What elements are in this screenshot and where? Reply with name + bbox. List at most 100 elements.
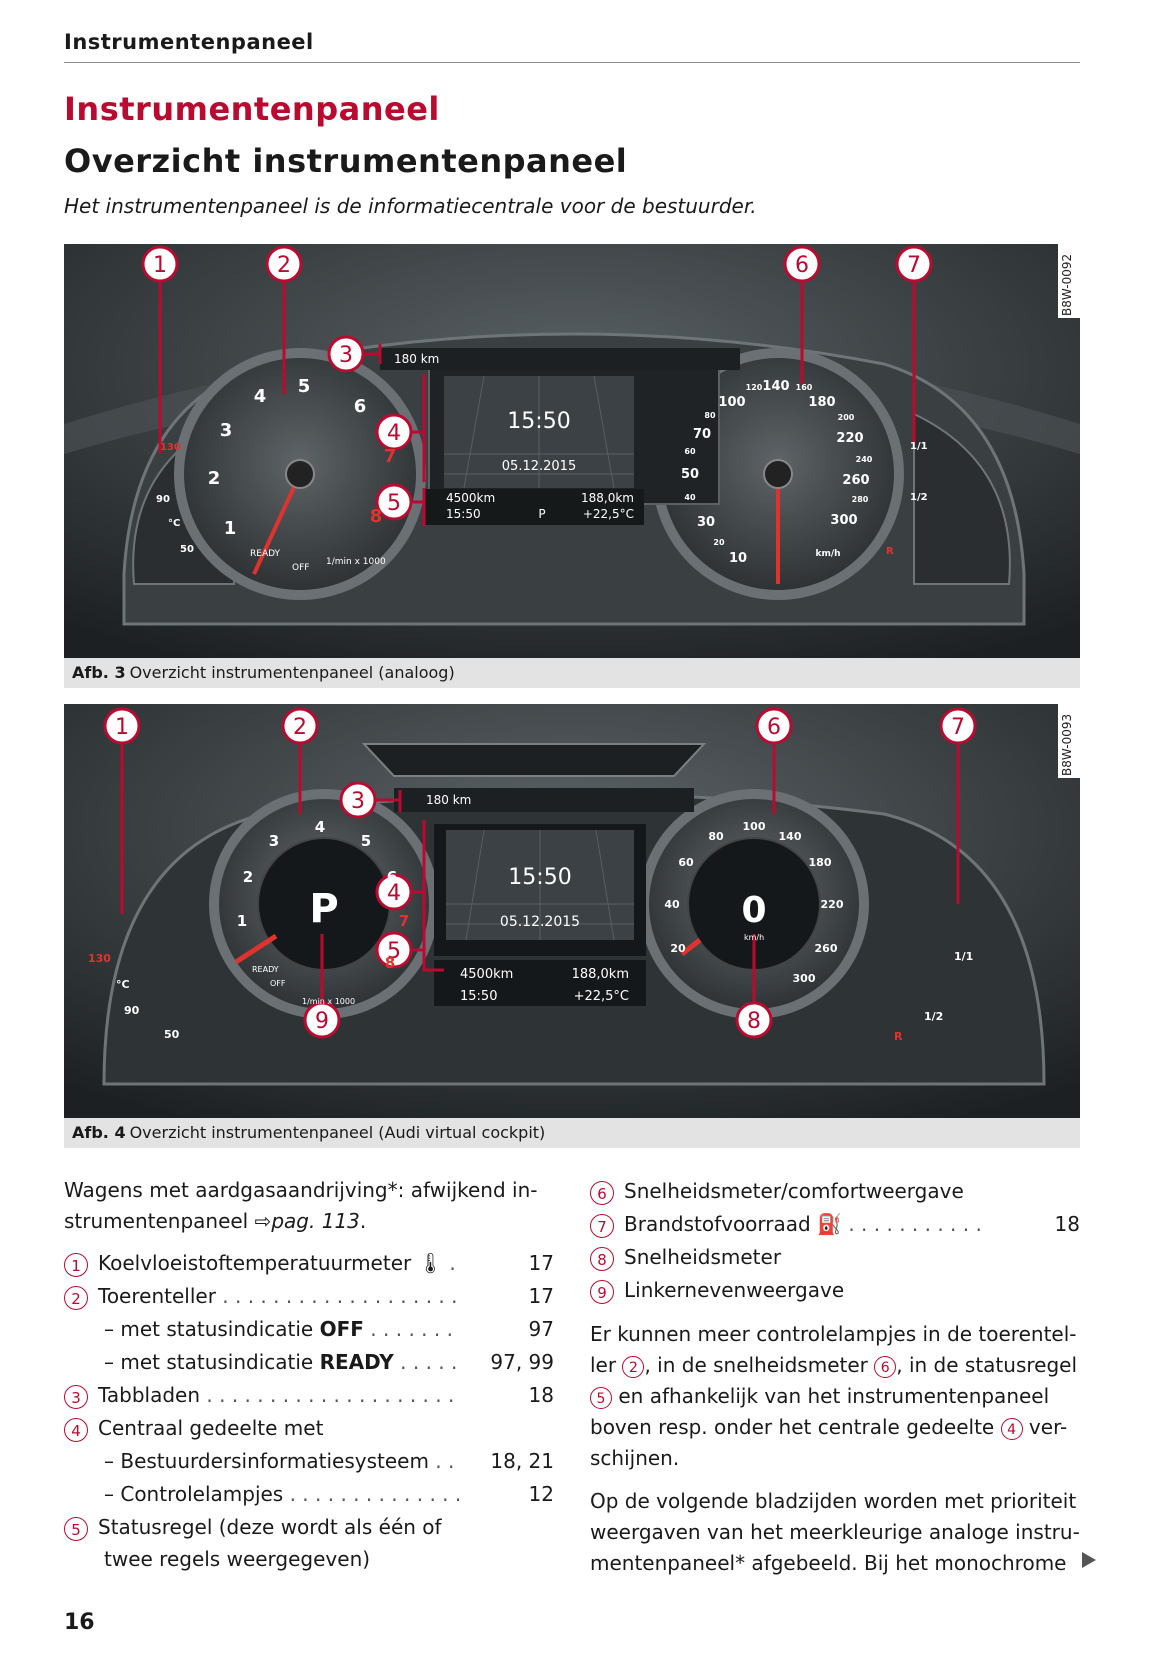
speed-tick: 220	[821, 898, 844, 911]
page-link[interactable]: pag. 113	[271, 1209, 360, 1233]
intro-text: Het instrumentenpaneel is de informatiec…	[64, 194, 757, 218]
speed-tick: 140	[779, 830, 802, 843]
speed-tick: 180	[808, 395, 835, 410]
coolant-icon: 🌡	[417, 1251, 443, 1275]
speed-tick: 20	[670, 942, 686, 955]
rpm-tick: 2	[243, 868, 253, 886]
natural-gas-note: Wagens met aardgasaandrijving*: afwijken…	[64, 1178, 538, 1233]
callout-3: 3	[351, 789, 365, 814]
virtual-cockpit-illustration: 1 2 3 4 5 6 7 8 9 180 km 15:50 05.12.201…	[64, 704, 1080, 1118]
speed-tick: 20	[713, 538, 725, 547]
warning-lamps-paragraph: Er kunnen meer controlelampjes in de toe…	[590, 1322, 1078, 1470]
fuel-half-label: 1/2	[924, 1010, 943, 1023]
digital-speed: 0	[741, 890, 766, 931]
speed-tick: 180	[809, 856, 832, 869]
speed-tick: 50	[681, 467, 699, 482]
screen-date: 05.12.2015	[502, 459, 576, 474]
speed-tick: 40	[664, 898, 680, 911]
speed-tick: 300	[793, 972, 816, 985]
ready-label: READY	[252, 965, 279, 974]
rpm-tick: 4	[254, 386, 267, 407]
rpm-tick: 1	[224, 518, 237, 539]
fuel-full-label: 1/1	[954, 950, 973, 963]
temp-tick: 50	[164, 1028, 180, 1041]
odometer: 4500km	[460, 967, 513, 982]
continue-arrow-icon	[1082, 1552, 1096, 1568]
priority-paragraph: Op de volgende bladzijden worden met pri…	[590, 1489, 1080, 1575]
speed-tick: 260	[815, 942, 838, 955]
legend-item-5-continued: twee regels weergegeven)	[104, 1547, 371, 1571]
callout-8: 8	[747, 1009, 761, 1034]
off-label: OFF	[292, 563, 309, 573]
callout-4: 4	[387, 881, 401, 906]
section-title: Instrumentenpaneel	[64, 90, 440, 128]
reserve-label: R	[894, 1030, 903, 1043]
speed-tick: 200	[838, 413, 855, 422]
speed-tick: 160	[796, 383, 813, 392]
callout-7: 7	[951, 715, 965, 740]
rpm-tick: 1	[237, 912, 247, 930]
rpm-tick: 7	[384, 446, 397, 467]
speed-tick: 280	[852, 495, 869, 504]
running-head: Instrumentenpaneel	[64, 30, 314, 54]
speed-tick: 70	[693, 427, 711, 442]
rpm-tick: 6	[387, 868, 397, 886]
speed-unit: km/h	[744, 933, 764, 942]
rpm-tick: 3	[269, 832, 279, 850]
callout-5: 5	[387, 939, 401, 964]
speed-tick: 40	[684, 493, 696, 502]
status-time: 15:50	[446, 507, 481, 521]
figure-virtual-cockpit: 1 2 3 4 5 6 7 8 9 180 km 15:50 05.12.201…	[64, 704, 1080, 1118]
speed-tick: 30	[697, 515, 715, 530]
speed-tick: 80	[708, 830, 724, 843]
fuel-half-label: 1/2	[910, 492, 928, 503]
temp-tick: 90	[124, 1004, 140, 1017]
trip-meter: 188,0km	[581, 491, 634, 505]
outside-temp: +22,5°C	[583, 507, 634, 521]
status-time: 15:50	[460, 989, 497, 1004]
reserve-label: R	[886, 546, 894, 557]
speed-tick: 10	[729, 551, 747, 566]
fuel-pump-icon: ⛽	[817, 1212, 842, 1236]
callout-2: 2	[293, 715, 307, 740]
rpm-tick: 7	[399, 912, 409, 930]
callout-1: 1	[115, 715, 129, 740]
temp-tick: 90	[156, 494, 170, 505]
rpm-tick: 4	[315, 818, 325, 836]
legend-subitem: – Bestuurdersinformatiesysteem . .18, 21	[104, 1449, 554, 1473]
temp-tick: 130	[88, 952, 111, 965]
rpm-tick: 3	[220, 420, 233, 441]
rpm-unit: 1/min x 1000	[326, 557, 386, 567]
range-readout: 180 km	[394, 352, 439, 366]
callout-6: 6	[767, 715, 781, 740]
figure-code: B8W-0092	[1058, 244, 1080, 318]
speed-tick: 300	[830, 513, 857, 528]
speed-tick: 120	[746, 383, 763, 392]
callout-4: 4	[387, 421, 401, 446]
speed-tick: 100	[743, 820, 766, 833]
speed-tick: 140	[762, 379, 789, 394]
rpm-tick: 8	[370, 506, 383, 527]
callout-3: 3	[339, 343, 353, 368]
speed-tick: 100	[718, 395, 745, 410]
rpm-tick: 8	[385, 954, 395, 972]
trip-meter: 188,0km	[572, 967, 629, 982]
speed-unit: km/h	[815, 549, 840, 559]
callout-6: 6	[795, 253, 809, 278]
off-label: OFF	[270, 979, 286, 988]
legend-subitem: – met statusindicatie READY . . . . .97,…	[104, 1350, 554, 1374]
callout-7: 7	[907, 253, 921, 278]
speed-tick: 260	[842, 473, 869, 488]
screen-date: 05.12.2015	[500, 914, 580, 930]
speed-tick: 240	[856, 455, 873, 464]
speed-tick: 80	[704, 411, 716, 420]
